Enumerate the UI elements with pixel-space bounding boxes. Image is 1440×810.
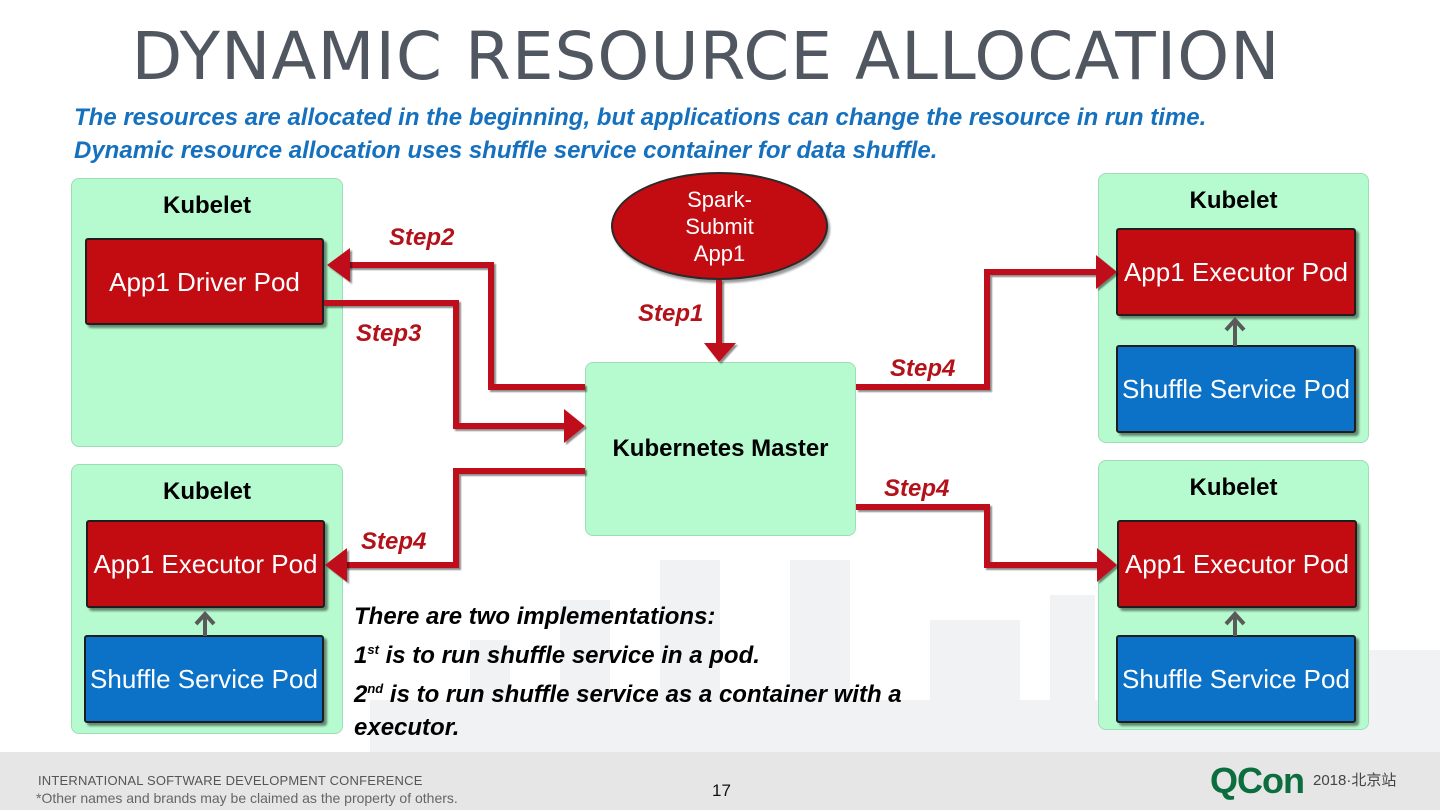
arrow-step4-bottom-right bbox=[856, 504, 1099, 568]
subtitle-line-1: The resources are allocated in the begin… bbox=[74, 104, 1207, 131]
step4-top-right-label: Step4 bbox=[890, 355, 956, 382]
up-arrow-icon bbox=[194, 611, 216, 626]
arrow-step4-left bbox=[345, 468, 585, 568]
kubelet-title: Kubelet bbox=[162, 478, 251, 505]
kubelet-title: Kubelet bbox=[162, 192, 251, 219]
qcon-logo-subtitle: 2018·北京站 bbox=[1313, 772, 1397, 789]
step2-label: Step2 bbox=[389, 224, 455, 251]
qcon-logo: QCon bbox=[1210, 760, 1305, 801]
spark-submit-label: Spark-Submit App1 bbox=[685, 186, 754, 266]
executor-pod-top-right: App1 Executor Pod bbox=[1116, 228, 1356, 316]
step1-label: Step1 bbox=[638, 300, 704, 327]
arrow-step3 bbox=[324, 300, 566, 429]
kubernetes-master: Kubernetes Master bbox=[585, 362, 856, 536]
page-number: 17 bbox=[712, 781, 731, 800]
up-arrow-icon bbox=[1224, 317, 1246, 332]
note-line-2-text: is to run shuffle service in a pod. bbox=[378, 642, 760, 669]
legal-notice: *Other names and brands may be claimed a… bbox=[36, 790, 458, 806]
implementation-note: There are two implementations: 1st is to… bbox=[354, 600, 902, 744]
note-ordinal-suffix: nd bbox=[367, 681, 384, 696]
conference-name: INTERNATIONAL SOFTWARE DEVELOPMENT CONFE… bbox=[38, 773, 423, 788]
arrowhead-step2 bbox=[327, 248, 350, 282]
kubelet-title: Kubelet bbox=[1189, 474, 1278, 501]
note-ordinal-suffix: st bbox=[367, 642, 379, 657]
kubelet-title: Kubelet bbox=[1189, 187, 1278, 214]
step4-bottom-right-label: Step4 bbox=[884, 475, 950, 502]
shuffle-service-pod-bottom-left: Shuffle Service Pod bbox=[84, 635, 324, 723]
step4-left-label: Step4 bbox=[361, 528, 427, 555]
arrowhead-step4-top-right bbox=[1096, 255, 1117, 289]
spark-submit-app1: Spark-Submit App1 bbox=[611, 172, 828, 280]
driver-pod: App1 Driver Pod bbox=[85, 238, 324, 325]
note-line-3-text: is to run shuffle service as a container… bbox=[383, 681, 902, 708]
note-ordinal: 1 bbox=[354, 642, 368, 669]
arrowhead-step4-left bbox=[325, 548, 347, 582]
note-line-4: executor. bbox=[354, 714, 460, 741]
executor-pod-bottom-left: App1 Executor Pod bbox=[86, 520, 325, 608]
arrow-step4-top-right bbox=[856, 269, 1098, 390]
page-title: DYNAMIC RESOURCE ALLOCATION bbox=[131, 18, 1281, 95]
note-line-1: There are two implementations: bbox=[354, 603, 716, 630]
up-arrow-icon bbox=[1224, 611, 1246, 626]
note-ordinal: 2 bbox=[354, 681, 368, 708]
arrowhead-step3 bbox=[564, 409, 585, 443]
subtitle-line-2: Dynamic resource allocation uses shuffle… bbox=[74, 137, 938, 164]
footer-bar bbox=[0, 752, 1440, 810]
executor-pod-bottom-right: App1 Executor Pod bbox=[1117, 520, 1357, 608]
arrowhead-step1 bbox=[704, 343, 736, 362]
arrow-step2 bbox=[348, 262, 585, 390]
step3-label: Step3 bbox=[356, 320, 422, 347]
note-line-2: 1st is to run shuffle service in a pod. bbox=[354, 633, 902, 672]
note-line-3: 2nd is to run shuffle service as a conta… bbox=[354, 672, 902, 711]
kubernetes-master-label: Kubernetes Master bbox=[612, 435, 829, 462]
arrowhead-step4-bottom-right bbox=[1097, 548, 1117, 582]
